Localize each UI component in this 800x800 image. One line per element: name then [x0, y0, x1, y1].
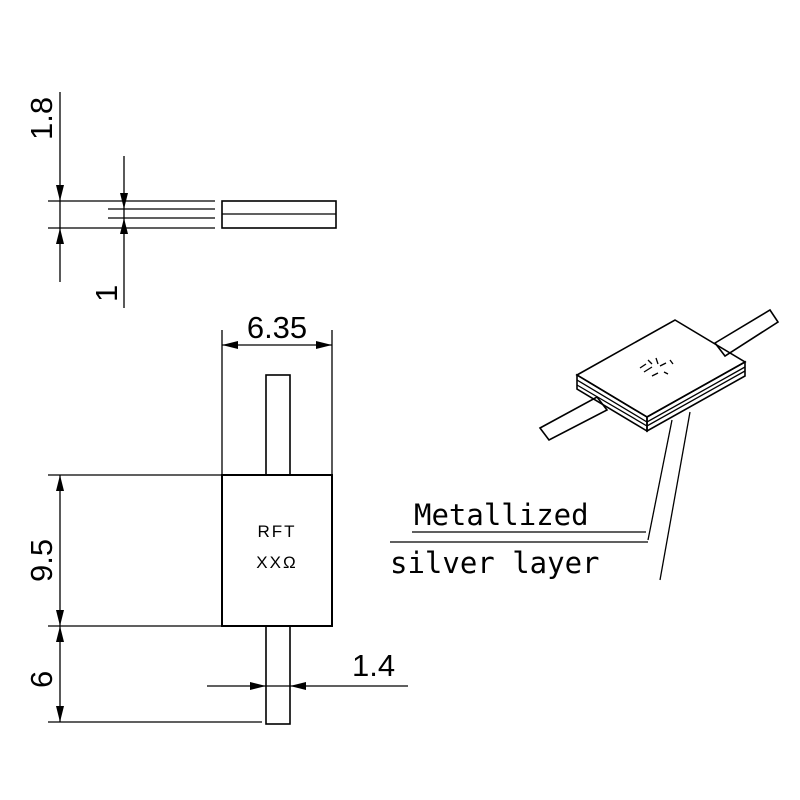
iso-layer-line-2 [576, 370, 746, 427]
iso-lead-rear [713, 308, 780, 358]
dim-thickness-substrate: 1 [89, 285, 124, 302]
iso-marking-glyph [639, 357, 674, 377]
arrow-down-icon [56, 610, 64, 626]
arrow-left-icon [222, 341, 238, 349]
iso-layer-line-1 [576, 366, 746, 423]
arrow-left-icon [290, 682, 306, 690]
iso-body-front-right [646, 360, 746, 433]
arrow-down-icon [56, 185, 64, 201]
front-view-body [221, 474, 333, 627]
front-view: RFT XXΩ 6.35 9.5 6 1.4 [24, 310, 408, 725]
dim-lead-length: 6 [24, 671, 59, 688]
marking-line2: XXΩ [256, 553, 297, 572]
dim-body-length: 9.5 [24, 539, 59, 582]
marking-line1: RFT [257, 522, 296, 541]
front-view-lead-bottom [265, 625, 291, 725]
arrow-up-icon [56, 626, 64, 642]
isometric-view: Metallized silver layer [390, 308, 780, 581]
arrow-down-icon [120, 193, 128, 209]
arrow-down-icon [56, 706, 64, 722]
arrow-up-icon [56, 475, 64, 491]
leader-line-1 [647, 419, 673, 541]
dim-lead-width: 1.4 [352, 648, 395, 683]
arrow-right-icon [250, 682, 266, 690]
callout-line2: silver layer [390, 546, 600, 580]
front-view-lead-top [265, 374, 291, 476]
callout-line1: Metallized [414, 498, 589, 532]
dim-width: 6.35 [247, 310, 307, 345]
arrow-up-icon [56, 228, 64, 244]
leader-line-2 [659, 411, 691, 581]
arrow-right-icon [316, 341, 332, 349]
iso-lead-front [538, 395, 609, 442]
dim-thickness-total: 1.8 [24, 97, 59, 140]
arrow-up-icon [120, 218, 128, 234]
side-view: 1.8 1 [24, 92, 337, 308]
